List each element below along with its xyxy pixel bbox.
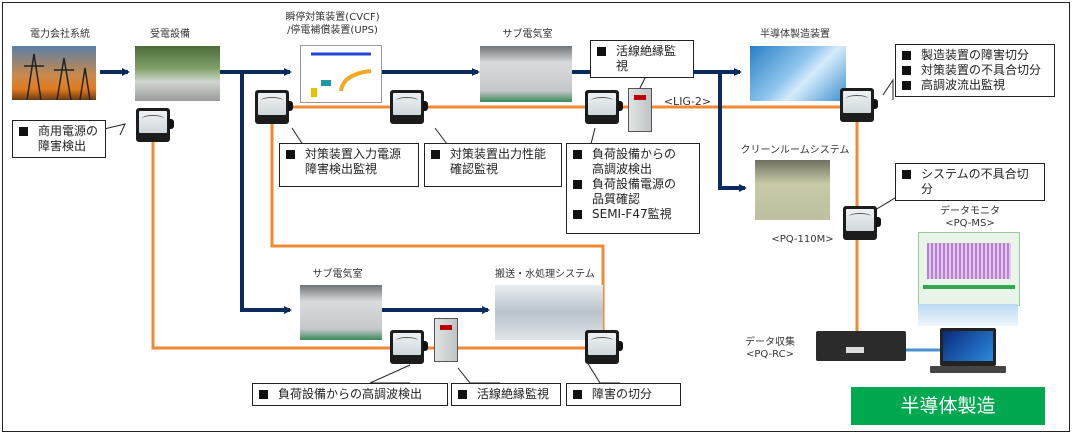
diagram-frame <box>2 2 1070 432</box>
callout-utility-fault: 商用電源の 障害検出 <box>12 120 106 158</box>
power-line-branch-down <box>240 72 292 314</box>
label-sub-room-top: サブ電気室 <box>502 29 553 40</box>
callout-fault-isolation: 障害の切分 <box>566 383 681 406</box>
switchgear-photo-bottom <box>300 285 382 340</box>
laptop-base <box>930 366 1006 373</box>
meter-icon[interactable] <box>585 330 623 364</box>
screen-projection <box>918 304 1018 326</box>
substation-photo <box>135 46 220 101</box>
label-ups-1: 瞬停対策装置(CVCF) <box>285 12 380 23</box>
meter-icon[interactable] <box>840 88 878 122</box>
monitor-screen-icon <box>918 232 1020 306</box>
label-substation: 受電設備 <box>150 29 190 40</box>
callout-output-monitor: 対策装置出力性能 確認監視 <box>424 143 562 187</box>
label-lig: <LIG-2> <box>663 95 712 108</box>
label-transport: 搬送・水処理システム <box>495 269 595 280</box>
switchgear-photo-top <box>480 46 572 102</box>
callout-harmonics-bottom: 負荷設備からの高調波検出 <box>252 383 448 406</box>
ups-diagram <box>300 45 382 103</box>
cleanroom-photo <box>755 160 830 220</box>
insulation-monitor-icon[interactable] <box>434 318 458 362</box>
callout-insulation-bottom: 活線絶縁監視 <box>451 383 561 406</box>
meter-icon[interactable] <box>390 90 428 124</box>
insulation-monitor-icon[interactable] <box>628 88 652 132</box>
meter-icon[interactable] <box>390 330 428 364</box>
label-data-monitor-2: <PQ-MS> <box>945 218 995 229</box>
meter-icon[interactable] <box>136 108 174 142</box>
label-data-collect-2: <PQ-RC> <box>746 349 794 360</box>
label-utility: 電力会社系統 <box>30 29 90 40</box>
power-line-clean <box>718 72 747 192</box>
meter-icon[interactable] <box>255 90 293 124</box>
power-tower-photo <box>12 46 96 100</box>
label-pq110m: <PQ-110M> <box>771 234 834 245</box>
callout-input-monitor: 対策装置入力電源 障害検出監視 <box>279 143 419 187</box>
monitor-line-left <box>151 140 615 350</box>
meter-icon[interactable] <box>585 90 623 124</box>
label-data-monitor-1: データモニタ <box>940 206 1000 217</box>
callout-system-fault: システムの不具合切分 <box>895 163 1045 201</box>
label-data-collect-1: データ収集 <box>745 337 795 348</box>
gateway-box-icon <box>816 331 906 361</box>
label-ups-2: /停電補償装置(UPS) <box>287 25 378 36</box>
semi-equipment-photo <box>750 46 846 101</box>
callout-equipment: 製造装置の障害切分 対策装置の不具合切分 高調波流出監視 <box>895 44 1055 97</box>
label-clean-room: クリーンルームシステム <box>740 145 850 156</box>
label-semi-equipment: 半導体製造装置 <box>760 29 830 40</box>
monitor-line-loop <box>270 120 605 335</box>
meter-icon[interactable] <box>843 206 881 240</box>
callout-load-quality: 負荷設備からの 高調波検出 負荷設備電源の 品質確認 SEMI-F47監視 <box>566 143 700 234</box>
label-sub-room-bottom: サブ電気室 <box>312 269 363 280</box>
laptop-icon <box>940 328 996 366</box>
semiconductor-badge: 半導体製造 <box>851 387 1045 425</box>
callout-insulation-top: 活線絶縁監視 <box>590 40 694 78</box>
